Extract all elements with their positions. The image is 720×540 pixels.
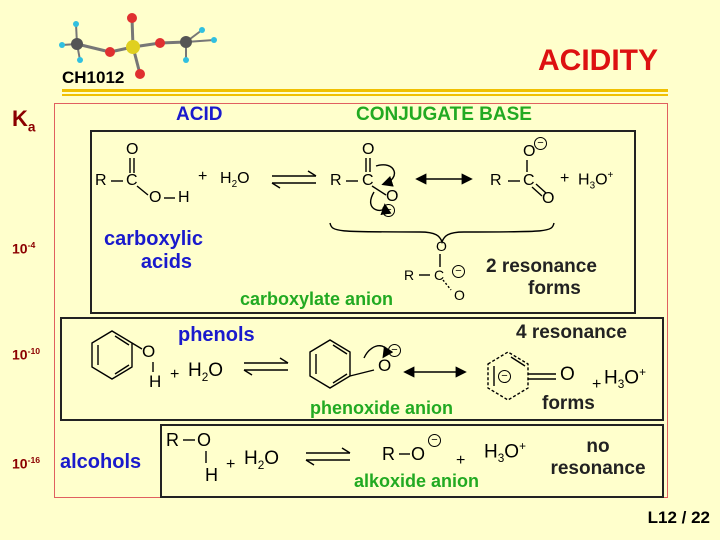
- negative-charge: −: [382, 204, 395, 217]
- alkoxide-o: O: [411, 444, 426, 464]
- slide-number: L12 / 22: [647, 508, 710, 527]
- plus-sign: +: [560, 170, 570, 187]
- acid-hydroxyl-h: H: [178, 189, 190, 206]
- negative-charge: −: [498, 370, 511, 383]
- negative-charge: −: [534, 137, 547, 150]
- acid-r: R: [95, 172, 107, 189]
- carboxylate-o-bottom: O: [386, 188, 399, 205]
- alcohol-r: R: [166, 430, 179, 450]
- carboxylic-box: [90, 130, 636, 314]
- phenoxide-anion-label: phenoxide anion: [310, 398, 454, 418]
- title-rule-top: [62, 89, 668, 92]
- alkoxide-r: R: [382, 444, 395, 464]
- alcohol-box: [160, 424, 664, 498]
- column-header-conjugate-base: CONJUGATE BASE: [356, 104, 532, 125]
- course-code: CH1012: [62, 68, 125, 87]
- hydronium: H3O+: [484, 440, 526, 466]
- column-header-acid: ACID: [176, 104, 223, 125]
- phenols-name: phenols: [178, 324, 255, 346]
- phenol-resonance-line1: 4 resonance: [516, 322, 627, 343]
- phenol-resonance-line2: forms: [542, 393, 595, 414]
- res2-o-bottom: O: [542, 190, 555, 207]
- plus-sign: +: [592, 376, 602, 393]
- alkoxide-anion-label: alkoxide anion: [354, 471, 480, 491]
- plus-sign: +: [198, 168, 208, 185]
- small-r: R: [404, 267, 415, 283]
- ball-and-stick-molecule-icon: [59, 13, 217, 79]
- plus-sign: +: [170, 366, 180, 383]
- alcohol-o: O: [197, 430, 212, 450]
- title-rule-bottom: [62, 94, 668, 96]
- res2-o-top: O: [523, 143, 536, 160]
- alcohols-name: alcohols: [60, 451, 142, 473]
- res2-c: C: [523, 172, 535, 189]
- hydronium: H3O+: [604, 366, 646, 392]
- small-o-top: O: [436, 238, 447, 254]
- hydronium: H3O+: [578, 170, 614, 192]
- plus-sign: +: [226, 456, 236, 473]
- quinoid-o: O: [560, 364, 575, 385]
- res2-r: R: [490, 172, 502, 189]
- acid-carbonyl-o: O: [126, 141, 139, 158]
- negative-charge: −: [428, 434, 441, 447]
- plus-sign: +: [456, 452, 466, 469]
- ka-value-alcohol: 10-16: [12, 455, 41, 472]
- page-title: ACIDITY: [538, 44, 658, 77]
- ka-value-phenol: 10-10: [12, 346, 41, 363]
- water: H2O: [188, 360, 224, 384]
- phenol-box: [60, 317, 664, 421]
- phenoxide-o: O: [378, 356, 392, 375]
- carboxylate-c: C: [362, 172, 374, 189]
- small-c: C: [434, 267, 445, 283]
- phenol-h: H: [149, 372, 162, 391]
- water: H2O: [220, 170, 250, 191]
- ka-label: Ka: [12, 106, 36, 135]
- ka-value-carboxylic: 10-4: [12, 240, 36, 257]
- carboxylate-anion-label: carboxylate anion: [240, 289, 394, 309]
- negative-charge: −: [452, 265, 465, 278]
- acid-c: C: [126, 172, 138, 189]
- negative-charge: −: [388, 344, 401, 357]
- alcohol-h: H: [205, 465, 218, 485]
- small-o-bottom: O: [454, 287, 465, 303]
- acid-hydroxyl-o: O: [149, 189, 162, 206]
- carboxylate-r: R: [330, 172, 342, 189]
- carboxylate-o-top: O: [362, 141, 375, 158]
- phenol-o: O: [142, 342, 156, 361]
- water: H2O: [244, 448, 280, 472]
